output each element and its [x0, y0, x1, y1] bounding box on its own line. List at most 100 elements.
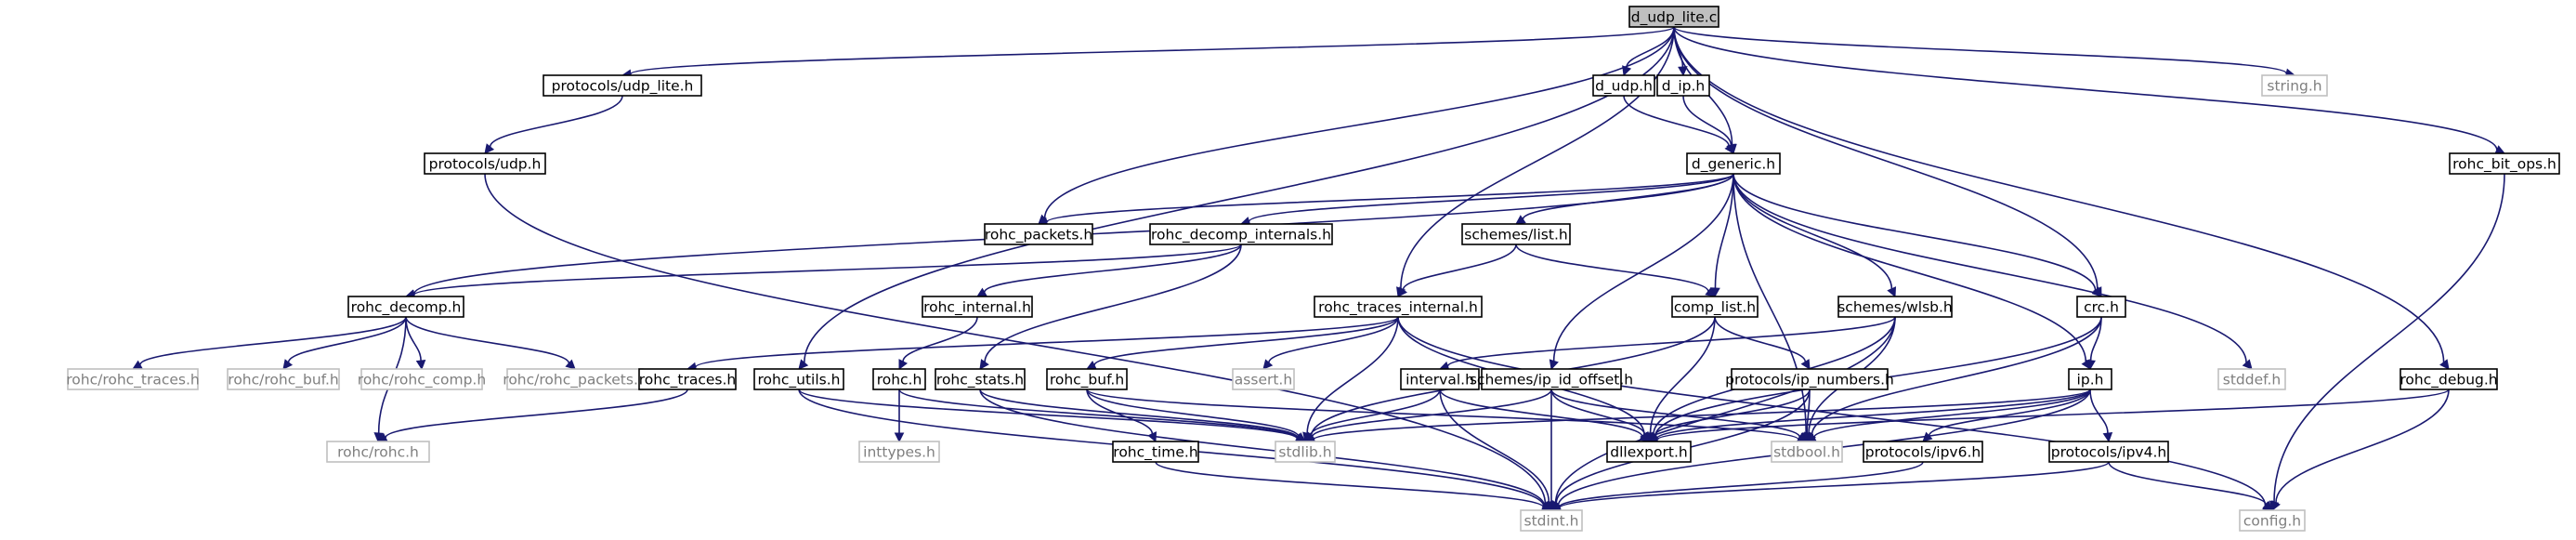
node-box: [1863, 441, 1983, 463]
node-rohc-decomp-h[interactable]: rohc_decomp.h: [347, 296, 464, 318]
arrowhead: [1726, 143, 1736, 155]
arrowhead: [2102, 431, 2113, 443]
node-box: [2048, 441, 2169, 463]
node-d-udp-lite-c[interactable]: d_udp_lite.c: [1628, 6, 1720, 28]
node-box: [2217, 368, 2286, 390]
node-rohc-decomp-internals-h[interactable]: rohc_decomp_internals.h: [1149, 223, 1333, 245]
node-crc-h[interactable]: crc.h: [2076, 296, 2126, 318]
node-string-h: string.h: [2261, 74, 2328, 97]
node-rohc-time-h[interactable]: rohc_time.h: [1112, 441, 1199, 463]
node-rohc-packets-h[interactable]: rohc_packets.h: [984, 223, 1093, 245]
arrowhead: [2439, 359, 2450, 370]
arrowhead: [798, 359, 809, 370]
node-protocols-ip-numbers-h[interactable]: protocols/ip_numbers.h: [1725, 368, 1894, 390]
edge-interval-h-to-stdlib-h: [1304, 389, 1441, 442]
node-label: d_generic.h: [1692, 156, 1775, 174]
node-protocols-ipv4-h[interactable]: protocols/ipv4.h: [2048, 441, 2169, 463]
edge-rohc-h-to-stdlib-h: [898, 389, 1307, 443]
edge-schemes-ip-id-offset-h-to-stdint-h: [1546, 389, 1557, 512]
node-label: rohc.h: [877, 372, 922, 389]
node-box: [935, 368, 1026, 390]
edge-d-udp-lite-c-to-rohc-bit-ops-h: [1673, 26, 2506, 154]
arrowhead: [1262, 359, 1274, 370]
edge-schemes-list-h-to-comp-list-h: [1515, 244, 1716, 297]
node-rohc-buf-h[interactable]: rohc_buf.h: [1046, 368, 1128, 390]
arrowhead: [415, 360, 426, 371]
node-label: stdbool.h: [1773, 444, 1840, 461]
edge-rohc-internal-h-to-rohc-h: [898, 316, 978, 370]
node-box: [543, 74, 702, 97]
arrowhead: [1622, 65, 1632, 77]
node-label: rohc_buf.h: [1050, 372, 1124, 389]
node-label: protocols/ipv4.h: [2051, 444, 2166, 461]
edge-rohc-h-to-inttypes-h: [894, 389, 905, 443]
node-schemes-wlsb-h[interactable]: schemes/wlsb.h: [1837, 296, 1953, 318]
node-comp-list-h[interactable]: comp_list.h: [1671, 296, 1759, 318]
node-dllexport-h[interactable]: dllexport.h: [1606, 441, 1692, 463]
node-box: [1481, 368, 1622, 390]
node-box: [67, 368, 199, 390]
node-label: rohc_traces.h: [639, 372, 736, 389]
node-label: rohc_internal.h: [923, 299, 1031, 317]
node-box: [2399, 368, 2498, 390]
node-assert-h: assert.h: [1232, 368, 1295, 390]
node-rohc-traces-internal-h[interactable]: rohc_traces_internal.h: [1314, 296, 1483, 318]
edge-rohc-bit-ops-h-to-config-h: [2269, 173, 2505, 512]
arrowhead: [1705, 286, 1716, 297]
arrowhead: [1549, 359, 1559, 371]
edge-protocols-ipv4-h-to-config-h: [2108, 461, 2273, 511]
node-interval-h[interactable]: interval.h: [1400, 368, 1480, 390]
node-protocols-ipv6-h[interactable]: protocols/ipv6.h: [1863, 441, 1983, 463]
edge-d-generic-h-to-schemes-wlsb-h: [1733, 173, 1897, 298]
node-rohc-debug-h[interactable]: rohc_debug.h: [2399, 368, 2498, 390]
node-rohc-traces-h[interactable]: rohc_traces.h: [638, 368, 737, 390]
node-box: [2449, 152, 2560, 175]
arrowhead: [282, 359, 294, 370]
edge-rohc-debug-h-to-config-h: [2271, 389, 2450, 512]
node-box: [1592, 74, 1655, 97]
arrowhead: [1147, 431, 1157, 443]
edge-ip-h-to-protocols-ipv4-h: [2089, 389, 2113, 443]
node-label: rohc_time.h: [1113, 444, 1197, 462]
node-box: [1112, 441, 1199, 463]
edge-rohc-decomp-internals-h-to-rohc-decomp-h: [404, 244, 1242, 300]
node-label: schemes/ip_id_offset.h: [1470, 372, 1633, 389]
node-label: dllexport.h: [1610, 444, 1687, 461]
node-box: [1149, 223, 1333, 245]
node-label: rohc_utils.h: [758, 372, 841, 389]
node-rohc-internal-h[interactable]: rohc_internal.h: [922, 296, 1033, 318]
node-d-udp-h[interactable]: d_udp.h: [1592, 74, 1655, 97]
node-label: stddef.h: [2223, 372, 2281, 389]
node-box: [1314, 296, 1483, 318]
node-rohc-rohc-traces-h: rohc/rohc_traces.h: [66, 368, 200, 390]
node-config-h: config.h: [2239, 509, 2306, 532]
node-box: [1731, 368, 1889, 390]
node-rohc-h[interactable]: rohc.h: [872, 368, 926, 390]
node-box: [227, 368, 340, 390]
edges-layer: [132, 26, 2506, 513]
node-d-generic-h[interactable]: d_generic.h: [1686, 152, 1781, 175]
node-rohc-stats-h[interactable]: rohc_stats.h: [935, 368, 1026, 390]
edge-schemes-list-h-to-rohc-traces-internal-h: [1397, 244, 1517, 297]
arrowhead: [894, 432, 905, 443]
node-protocols-udp-h[interactable]: protocols/udp.h: [424, 152, 546, 175]
node-d-ip-h[interactable]: d_ip.h: [1656, 74, 1710, 97]
node-label: stdlib.h: [1278, 444, 1331, 461]
node-schemes-list-h[interactable]: schemes/list.h: [1461, 223, 1571, 245]
node-label: config.h: [2243, 513, 2301, 530]
node-box: [1606, 441, 1692, 463]
node-protocols-udp-lite-h[interactable]: protocols/udp_lite.h: [543, 74, 702, 97]
node-box: [2068, 368, 2112, 390]
node-box: [347, 296, 464, 318]
node-ip-h[interactable]: ip.h: [2068, 368, 2112, 390]
node-box: [638, 368, 737, 390]
arrowhead: [2262, 500, 2273, 511]
arrowhead: [1678, 66, 1688, 77]
node-rohc-utils-h[interactable]: rohc_utils.h: [753, 368, 844, 390]
edge-rohc-traces-h-to-rohc-rohc-h: [377, 389, 688, 442]
node-box: [1461, 223, 1571, 245]
node-rohc-bit-ops-h[interactable]: rohc_bit_ops.h: [2449, 152, 2560, 175]
node-schemes-ip-id-offset-h[interactable]: schemes/ip_id_offset.h: [1470, 368, 1633, 390]
